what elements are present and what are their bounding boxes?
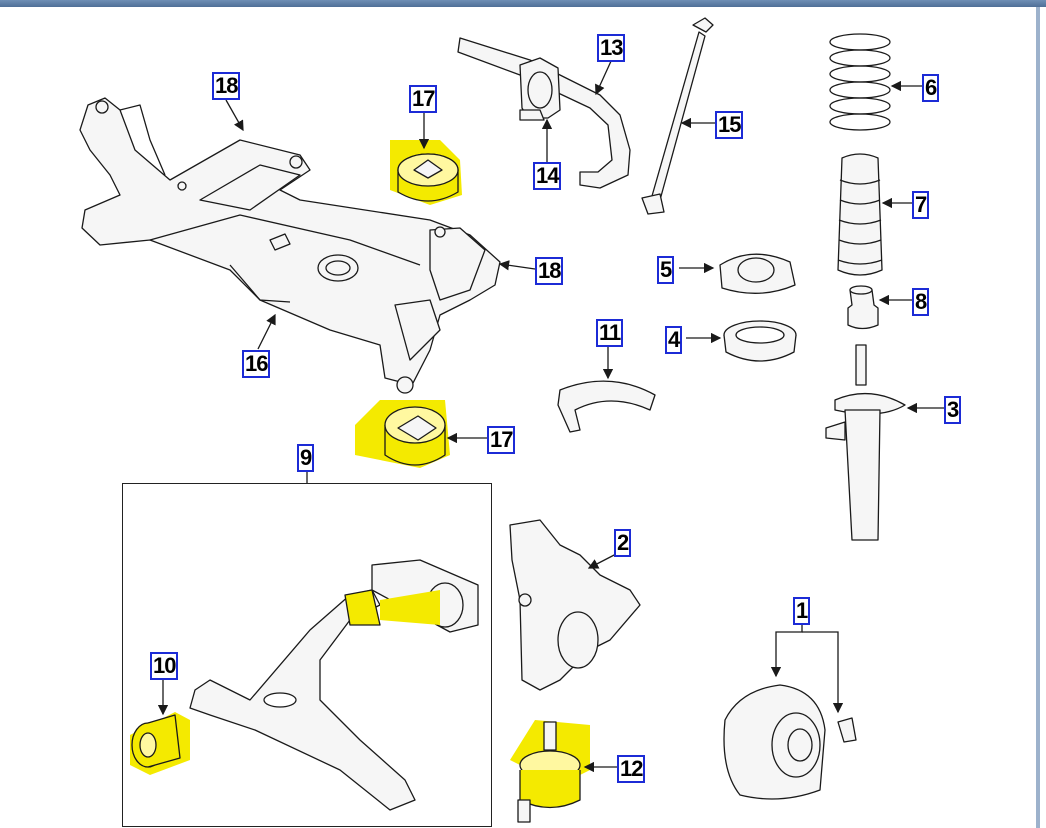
- callout-1[interactable]: 1: [793, 597, 811, 625]
- callout-17-upper[interactable]: 17: [409, 85, 438, 113]
- mount-part-17-upper: [390, 140, 462, 205]
- spring-seat-part-11: [557, 380, 656, 433]
- callout-4[interactable]: 4: [665, 326, 683, 354]
- callout-15[interactable]: 15: [715, 111, 744, 139]
- callout-7[interactable]: 7: [912, 191, 930, 219]
- stabilizer-link-part-15: [641, 17, 714, 215]
- control-arm-part-9: [189, 559, 479, 811]
- bump-stop-part-8: [847, 285, 879, 330]
- callout-14[interactable]: 14: [533, 162, 562, 190]
- mount-part-17-lower: [355, 400, 450, 468]
- callout-2[interactable]: 2: [614, 529, 632, 557]
- window-title-bar: [0, 0, 1046, 7]
- callout-5[interactable]: 5: [657, 256, 675, 284]
- callout-18-upper[interactable]: 18: [212, 72, 241, 100]
- leader-lines: [157, 58, 944, 773]
- ball-joint-part-12: [510, 720, 590, 823]
- strut-bearing-part-4: [723, 320, 797, 362]
- strut-part-3: [825, 344, 906, 541]
- callout-8[interactable]: 8: [912, 288, 930, 316]
- control-arm-group-box: [122, 483, 492, 827]
- callout-12[interactable]: 12: [617, 755, 646, 783]
- bushing-part-14: [519, 109, 545, 121]
- callout-16[interactable]: 16: [242, 350, 271, 378]
- dust-boot-part-7: [837, 153, 883, 276]
- coil-spring-part-6: [829, 33, 891, 131]
- callout-13[interactable]: 13: [597, 34, 626, 62]
- callout-9[interactable]: 9: [297, 444, 315, 472]
- callout-10[interactable]: 10: [150, 652, 179, 680]
- callout-11[interactable]: 11: [596, 319, 624, 347]
- callout-18-right[interactable]: 18: [535, 257, 564, 285]
- subframe-part-16: [79, 97, 501, 394]
- callout-3[interactable]: 3: [944, 396, 962, 424]
- diagram-frame: [0, 7, 1040, 828]
- callout-17-lower[interactable]: 17: [487, 426, 516, 454]
- hub-part-1: [723, 684, 857, 800]
- bushing-part-10: [130, 712, 190, 775]
- callout-6[interactable]: 6: [922, 74, 940, 102]
- strut-mount-part-5: [719, 253, 796, 294]
- stabilizer-bar-part-13: [457, 37, 631, 189]
- knuckle-part-2: [509, 519, 641, 691]
